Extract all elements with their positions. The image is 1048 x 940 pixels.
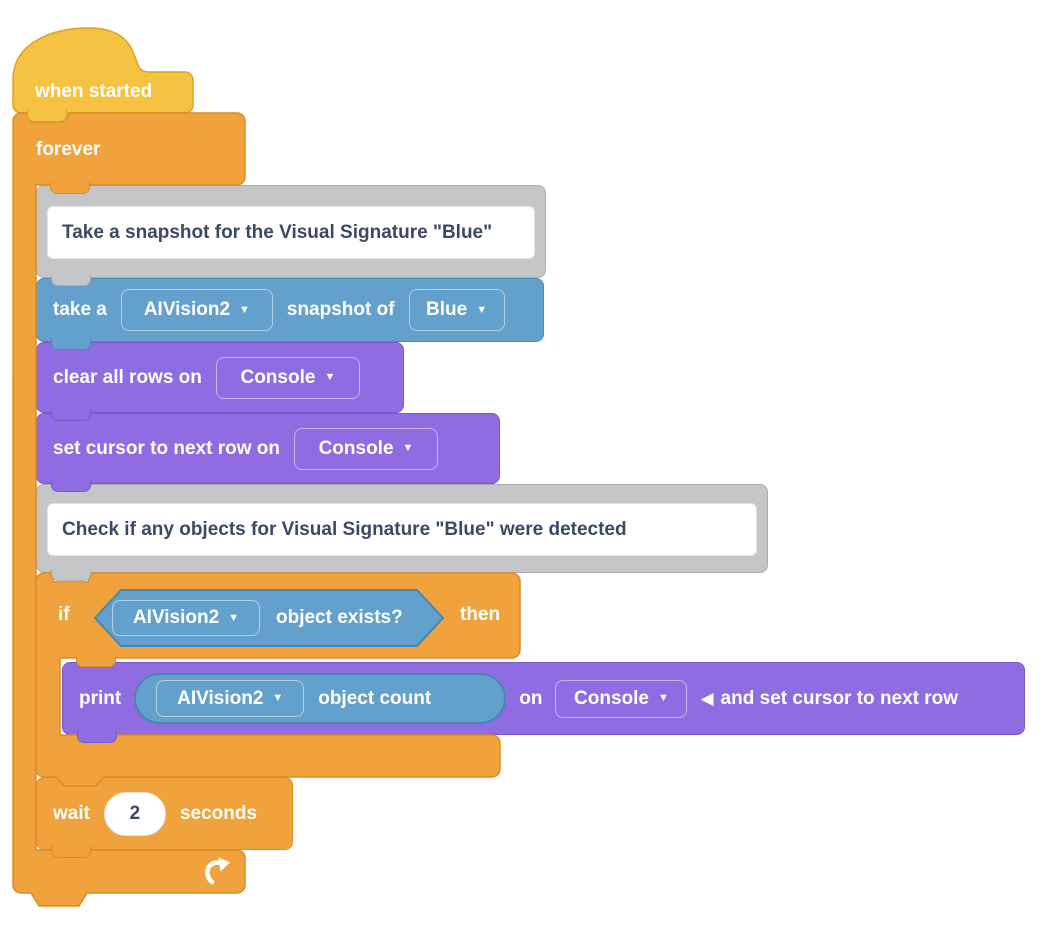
dropdown-caret-icon: ▼ [272, 692, 284, 704]
device-dropdown-value: AIVision2 [132, 607, 220, 628]
wait-suffix: seconds [179, 802, 258, 824]
take-snapshot-block[interactable]: take a AIVision2 ▼ snapshot of Blue ▼ [36, 278, 544, 350]
console-dropdown-value: Console [240, 366, 316, 388]
device-dropdown[interactable]: AIVision2 ▼ [156, 680, 305, 717]
device-dropdown[interactable]: AIVision2 ▼ [120, 289, 273, 331]
print-suffix: and set cursor to next row [720, 687, 959, 709]
console-dropdown[interactable]: Console ▼ [293, 427, 438, 470]
boolean-condition-shape[interactable] [93, 588, 445, 648]
block-connector-bump [76, 655, 116, 667]
block-connector-bump [51, 569, 91, 581]
console-dropdown-value: Console [574, 687, 649, 709]
comment-text-box[interactable]: Take a snapshot for the Visual Signature… [47, 206, 535, 259]
console-dropdown-value: Console [318, 437, 394, 459]
clear-rows-prefix: clear all rows on [53, 366, 202, 388]
take-snapshot-prefix: take a [53, 299, 107, 320]
when-started-label: when started [35, 81, 153, 102]
print-block[interactable]: print AIVision2 ▼ object count on Consol… [62, 662, 1025, 743]
loop-arrow-icon [205, 857, 230, 885]
wait-seconds-value: 2 [129, 802, 141, 824]
wait-seconds-input[interactable]: 2 [103, 791, 166, 836]
when-started-block[interactable]: when started [12, 25, 194, 122]
console-dropdown[interactable]: Console ▼ [215, 356, 360, 399]
print-prefix: print [79, 687, 122, 709]
wait-prefix: wait [53, 802, 90, 824]
console-dropdown[interactable]: Console ▼ [555, 679, 688, 718]
device-dropdown[interactable]: AIVision2 ▼ [112, 600, 260, 636]
block-connector-bump [51, 409, 91, 421]
forever-label: forever [36, 139, 101, 160]
dropdown-caret-icon: ▼ [476, 303, 488, 316]
dropdown-caret-icon: ▼ [239, 303, 250, 316]
forever-block-shape [12, 112, 246, 907]
block-connector-bump [51, 274, 91, 286]
take-snapshot-middle: snapshot of [286, 299, 395, 320]
device-dropdown-value: AIVision2 [177, 687, 264, 709]
block-connector-bump [27, 110, 67, 122]
object-count-reporter[interactable]: AIVision2 ▼ object count [134, 673, 507, 724]
block-connector-bump [51, 338, 91, 350]
block-connector-bump [77, 731, 117, 743]
device-dropdown-value: AIVision2 [143, 299, 231, 320]
set-cursor-block[interactable]: set cursor to next row on Console ▼ [36, 413, 500, 492]
then-label: then [460, 604, 501, 625]
block-connector-bump [50, 182, 90, 194]
clear-rows-block[interactable]: clear all rows on Console ▼ [36, 342, 404, 421]
set-cursor-prefix: set cursor to next row on [53, 437, 280, 459]
dropdown-caret-icon: ▼ [402, 442, 414, 454]
comment-text: Check if any objects for Visual Signatur… [62, 518, 627, 540]
signature-dropdown-value: Blue [426, 299, 468, 320]
if-label: if [58, 604, 70, 625]
comment-text: Take a snapshot for the Visual Signature… [62, 221, 493, 243]
dropdown-caret-icon: ▼ [228, 611, 240, 624]
print-on-label: on [519, 687, 543, 709]
block-connector-bump [51, 846, 91, 858]
comment-text-box[interactable]: Check if any objects for Visual Signatur… [47, 503, 757, 556]
signature-dropdown[interactable]: Blue ▼ [408, 289, 505, 331]
collapse-triangle-icon[interactable]: ◀ [700, 689, 714, 708]
comment-block[interactable]: Take a snapshot for the Visual Signature… [36, 185, 546, 286]
if-block[interactable]: if AIVision2 ▼ object exists? then [35, 572, 521, 787]
forever-block[interactable]: forever [12, 112, 246, 907]
condition-label: object exists? [276, 607, 403, 628]
dropdown-caret-icon: ▼ [324, 371, 336, 383]
reporter-label: object count [318, 687, 432, 709]
dropdown-caret-icon: ▼ [657, 692, 669, 704]
block-connector-bump [51, 480, 91, 492]
